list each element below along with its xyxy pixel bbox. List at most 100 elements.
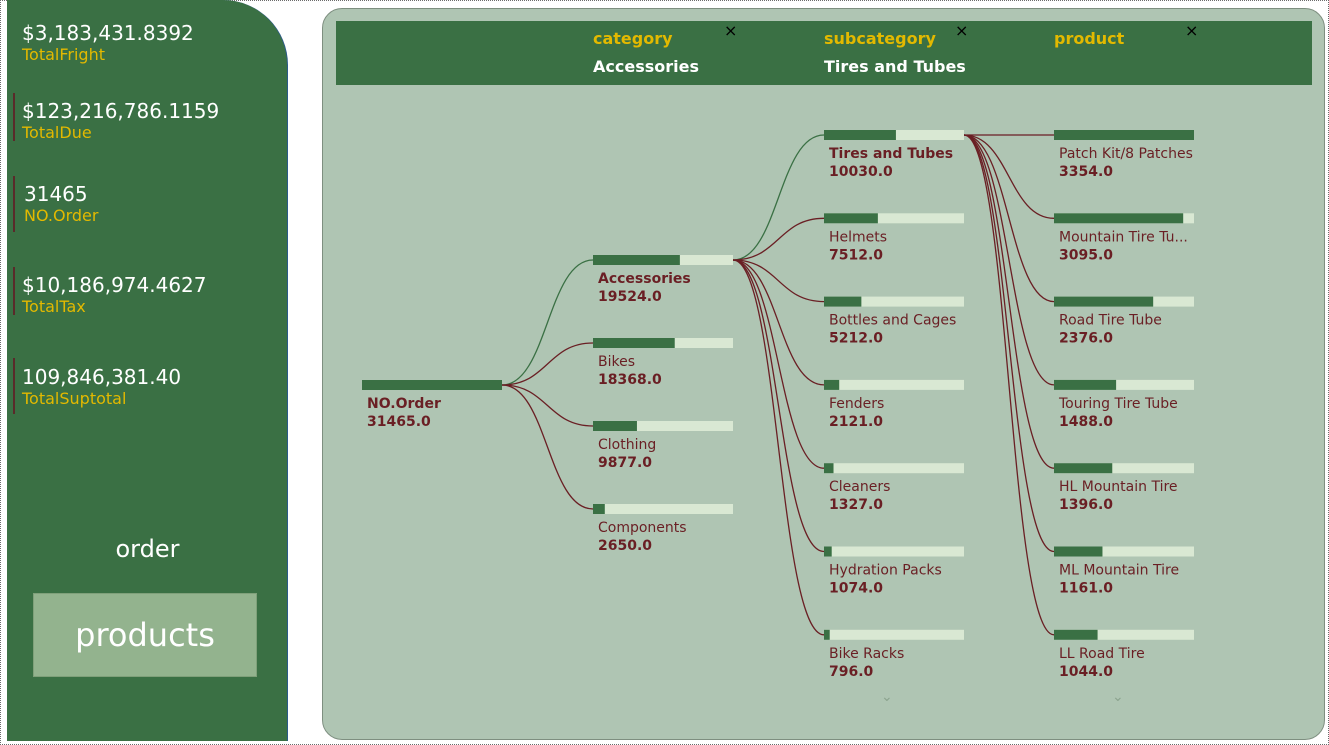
node-value: 10030.0 <box>829 164 893 180</box>
node-label: Cleaners <box>829 479 890 495</box>
tree-node-subcategory[interactable]: Tires and Tubes 10030.0 <box>824 130 964 180</box>
tree-link <box>963 134 1055 219</box>
node-bar-fill <box>824 130 896 140</box>
node-value: 3095.0 <box>1059 247 1113 263</box>
node-bar-track <box>824 213 964 224</box>
tree-link <box>963 134 1055 469</box>
node-label: Helmets <box>829 229 887 245</box>
node-bar-fill <box>593 255 680 265</box>
node-bar-fill <box>1054 629 1098 640</box>
level-filter-value: Tires and Tubes <box>824 57 966 76</box>
remove-level-subcategory-close-icon[interactable]: × <box>955 21 969 40</box>
node-bar-track <box>1054 379 1194 390</box>
tree-link <box>732 259 825 553</box>
tree-link <box>732 259 825 636</box>
node-value: 1396.0 <box>1059 497 1113 513</box>
level-name: category <box>593 29 673 48</box>
tree-link <box>501 384 594 510</box>
remove-level-product-close-icon[interactable]: × <box>1185 21 1199 40</box>
node-bar-track <box>824 629 964 640</box>
kpi-card-total-freight: $3,183,431.8392 TotalFright <box>22 21 194 65</box>
node-label: HL Mountain Tire <box>1059 479 1178 495</box>
level-filter-value: Accessories <box>593 57 699 76</box>
kpi-value: $10,186,974.4627 <box>22 273 207 297</box>
node-bar-fill <box>1054 379 1117 390</box>
kpi-value: 31465 <box>24 182 88 206</box>
tree-node-product[interactable]: Mountain Tire Tu...3095.0 <box>1054 213 1194 263</box>
tree-node-product[interactable]: ML Mountain Tire 1161.0 <box>1054 546 1194 597</box>
tree-node-subcategory[interactable]: Bottles and Cages 5212.0 <box>824 296 964 347</box>
scroll-down-subcategory-chevron-icon[interactable]: ⌄ <box>881 689 893 705</box>
kpi-label: TotalFright <box>22 45 105 64</box>
tree-node-product[interactable]: Patch Kit/8 Patches 3354.0 <box>1054 130 1194 180</box>
scroll-down-product-chevron-icon[interactable]: ⌄ <box>1112 689 1124 705</box>
node-value: 2121.0 <box>829 414 883 430</box>
kpi-card-total-tax: $10,186,974.4627 TotalTax <box>22 273 207 317</box>
tree-node-category[interactable]: Bikes 18368.0 <box>593 338 733 388</box>
node-value: 1161.0 <box>1059 581 1113 597</box>
node-value: 7512.0 <box>829 247 883 263</box>
node-label: Bike Racks <box>829 646 904 662</box>
node-label: Tires and Tubes <box>829 146 953 162</box>
node-label: ML Mountain Tire <box>1059 563 1179 579</box>
node-value: 31465.0 <box>367 414 431 430</box>
node-bar-track <box>593 504 733 514</box>
kpi-label: TotalTax <box>22 297 86 316</box>
tree-node-product[interactable]: HL Mountain Tire 1396.0 <box>1054 463 1194 513</box>
node-bar-fill <box>824 629 830 640</box>
node-bar-track <box>824 463 964 474</box>
tree-node-category[interactable]: Accessories 19524.0 <box>593 255 733 305</box>
node-bar-fill <box>593 504 605 514</box>
node-bar-fill <box>824 296 862 307</box>
kpi-accent-bar <box>13 267 15 315</box>
level-name: product <box>1054 29 1125 48</box>
tree-link <box>732 259 825 469</box>
node-label: Accessories <box>598 271 691 287</box>
tree-node-subcategory[interactable]: Helmets 7512.0 <box>824 213 964 263</box>
node-bar-track <box>593 421 733 431</box>
node-bar-fill <box>1054 463 1113 474</box>
node-label: Bikes <box>598 354 635 370</box>
node-bar-fill <box>1054 213 1184 224</box>
remove-level-category-close-icon[interactable]: × <box>724 21 738 40</box>
node-value: 5212.0 <box>829 331 883 347</box>
node-bar-fill <box>824 463 834 474</box>
tree-node-root[interactable]: NO.Order 31465.0 <box>362 380 502 430</box>
kpi-accent-bar <box>13 93 15 141</box>
node-value: 1074.0 <box>829 581 883 597</box>
kpi-label: TotalDue <box>22 123 92 142</box>
node-label: Hydration Packs <box>829 563 942 579</box>
kpi-label: TotalSuptotal <box>22 389 127 408</box>
level-name: subcategory <box>824 29 936 48</box>
kpi-label: NO.Order <box>24 206 99 225</box>
node-label: NO.Order <box>367 396 441 412</box>
node-bar-fill <box>362 380 502 390</box>
node-bar-fill <box>593 338 675 348</box>
node-value: 18368.0 <box>598 372 662 388</box>
tree-link <box>963 134 1055 303</box>
kpi-accent-bar <box>13 176 15 232</box>
tree-link <box>501 259 594 386</box>
kpi-card-total-due: $123,216,786.1159 TotalDue <box>22 99 219 143</box>
kpi-value: 109,846,381.40 <box>22 365 182 389</box>
node-bar-fill <box>1054 546 1103 557</box>
products-nav-button[interactable]: products <box>33 593 257 677</box>
node-value: 19524.0 <box>598 289 662 305</box>
node-label: Patch Kit/8 Patches <box>1059 146 1193 162</box>
node-bar-fill <box>1054 296 1154 307</box>
kpi-value: $123,216,786.1159 <box>22 99 220 123</box>
tree-node-subcategory[interactable]: Hydration Packs 1074.0 <box>824 546 964 597</box>
kpi-sidebar: $3,183,431.8392 TotalFright $123,216,786… <box>7 0 288 741</box>
node-label: Bottles and Cages <box>829 313 956 329</box>
kpi-value: $3,183,431.8392 <box>22 21 194 45</box>
node-value: 3354.0 <box>1059 164 1113 180</box>
tree-link <box>501 342 594 386</box>
